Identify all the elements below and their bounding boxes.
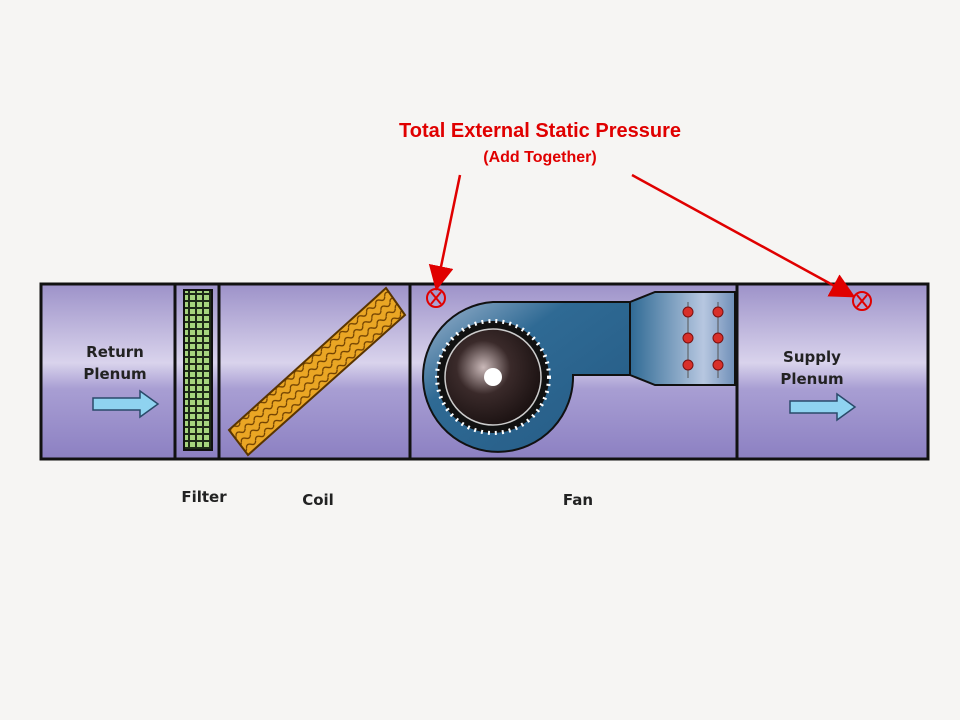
- filter-label: Filter: [181, 488, 227, 506]
- return-plenum-label: Return: [86, 343, 144, 361]
- diagram-title: Total External Static Pressure: [399, 120, 681, 142]
- fan-label: Fan: [563, 491, 593, 509]
- pointer-arrow: [631, 173, 856, 298]
- supply-plenum-label: Supply: [783, 348, 841, 366]
- return-airflow-arrow-icon: [92, 389, 160, 419]
- blower-fan: [422, 291, 736, 453]
- diagram-subtitle: (Add Together): [483, 149, 596, 166]
- heater-elements: [682, 302, 724, 378]
- coil-label: Coil: [302, 491, 334, 509]
- cooling-coil: [227, 286, 407, 457]
- pointer-arrow: [428, 174, 462, 291]
- supply-airflow-arrow-icon: [789, 392, 857, 422]
- return-plenum-label: Plenum: [83, 365, 146, 383]
- filter-media: [183, 289, 213, 451]
- measurement-point-icon: [852, 291, 872, 311]
- supply-plenum-label: Plenum: [780, 370, 843, 388]
